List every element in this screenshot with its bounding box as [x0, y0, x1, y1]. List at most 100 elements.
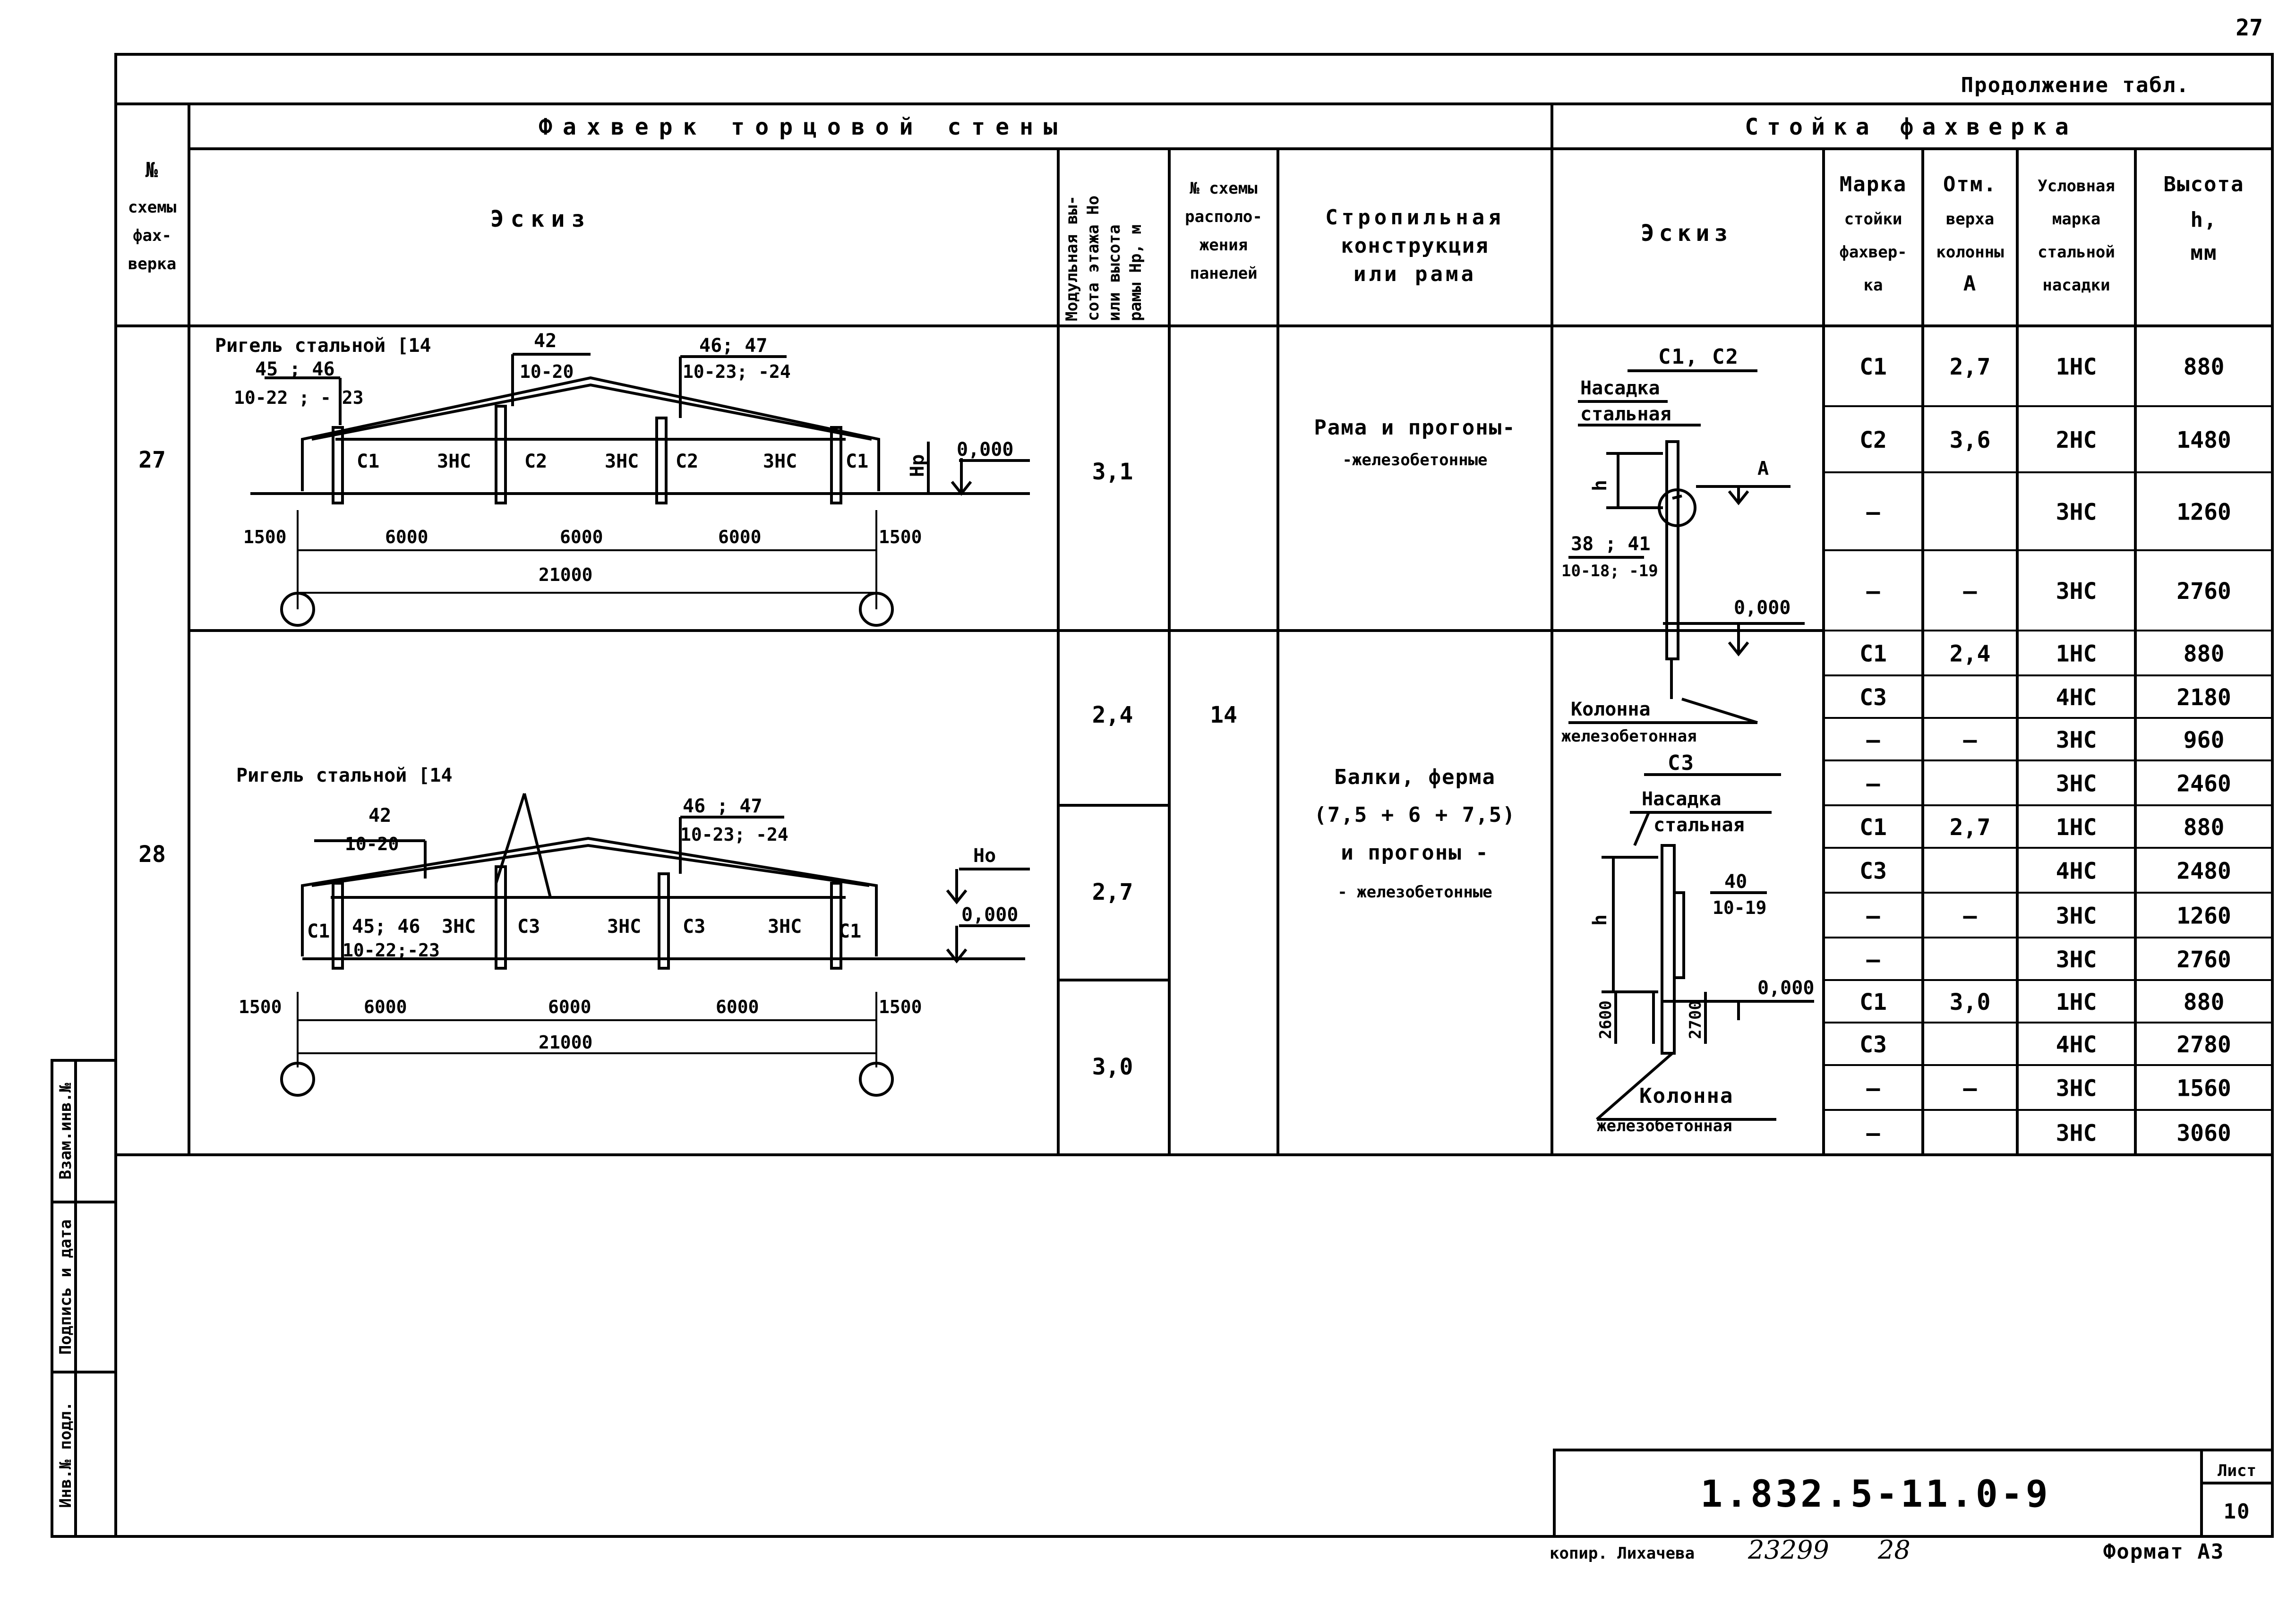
continuation-label: Продолжение табл.	[1961, 73, 2190, 97]
svg-text:насадки: насадки	[2042, 276, 2110, 295]
svg-text:10-22 ; - 23: 10-22 ; - 23	[234, 387, 364, 408]
svg-text:С1: С1	[357, 451, 379, 472]
svg-text:или рама: или рама	[1354, 262, 1476, 286]
row27-structure-2: -железобетонные	[1342, 451, 1487, 469]
svg-text:С2: С2	[524, 451, 547, 472]
row28-structure-4: - железобетонные	[1337, 883, 1492, 902]
svg-text:3НС: 3НС	[607, 916, 641, 938]
svg-text:3НС: 3НС	[442, 916, 476, 938]
svg-text:Инв.№ подл.: Инв.№ подл.	[56, 1401, 75, 1508]
svg-text:1500: 1500	[879, 997, 922, 1017]
svg-text:21000: 21000	[539, 1032, 592, 1053]
sheet-number: 10	[2224, 1500, 2251, 1524]
row28-no: 28	[138, 841, 166, 868]
svg-text:стойки: стойки	[1844, 210, 1902, 229]
svg-text:Но: Но	[973, 845, 996, 867]
header-no: № схемы фах- верка	[128, 158, 176, 273]
svg-text:С1, С2: С1, С2	[1658, 345, 1739, 369]
header-group-right: Стойка фахверка	[1745, 114, 2077, 140]
svg-text:Колонна: Колонна	[1571, 699, 1651, 720]
svg-text:46; 47: 46; 47	[699, 335, 768, 357]
svg-text:2600: 2600	[1596, 1000, 1615, 1039]
svg-text:h: h	[1589, 480, 1611, 491]
header-height: Модульная вы- сота этажа Но или высота р…	[1062, 196, 1145, 321]
post-cell-cap: 2НС	[2056, 427, 2097, 453]
document-code: 1.832.5-11.0-9	[1700, 1473, 2050, 1516]
svg-text:42: 42	[534, 330, 557, 352]
svg-text:стальной: стальной	[2038, 243, 2115, 262]
svg-text:38 ; 41: 38 ; 41	[1571, 533, 1651, 555]
post-cell-cap: 3НС	[2056, 947, 2097, 973]
post-cell-mark: —	[1867, 1120, 1880, 1147]
footer-number-2: 28	[1877, 1535, 1910, 1565]
row28-structure-2: (7,5 + 6 + 7,5)	[1314, 803, 1516, 827]
post-sketch: С1, С2 Насадка стальная А h 38 ; 41 10-1…	[1561, 345, 1814, 1135]
svg-text:Условная: Условная	[2038, 177, 2115, 196]
svg-text:№: №	[146, 158, 159, 182]
svg-text:6000: 6000	[364, 997, 407, 1017]
post-cell-cap: 1НС	[2056, 354, 2097, 380]
footer-number-1: 23299	[1748, 1535, 1829, 1565]
post-cell-h: 2780	[2176, 1032, 2231, 1058]
frame-lines	[51, 53, 2274, 1538]
svg-text:6000: 6000	[385, 527, 428, 547]
svg-text:марка: марка	[2052, 210, 2100, 229]
svg-text:Колонна: Колонна	[1639, 1084, 1733, 1108]
post-cell-h: 3060	[2176, 1120, 2231, 1147]
row27-height: 3,1	[1092, 459, 1133, 485]
header-sketch: Эскиз	[490, 206, 592, 232]
post-cell-mark: —	[1867, 947, 1880, 973]
post-cell-cap: 3НС	[2056, 578, 2097, 605]
svg-text:С1: С1	[839, 921, 861, 942]
post-cell-h: 880	[2184, 641, 2225, 667]
row28-height-2: 2,7	[1092, 879, 1133, 905]
post-cell-cap: 3НС	[2056, 499, 2097, 526]
post-cell-mark: С1	[1859, 814, 1887, 841]
svg-text:6000: 6000	[548, 997, 591, 1017]
post-cell-mark: С3	[1859, 1032, 1887, 1058]
post-cell-h: 2460	[2176, 771, 2231, 797]
post-cell-mark: С1	[1859, 354, 1887, 380]
svg-text:0,000: 0,000	[961, 904, 1018, 926]
svg-text:железобетонная: железобетонная	[1597, 1117, 1732, 1135]
svg-text:6000: 6000	[718, 527, 762, 547]
row28-structure-1: Балки, ферма	[1334, 765, 1496, 789]
header-scheme-no: № схемы располо- жения панелей	[1185, 179, 1262, 283]
post-cell-cap: 3НС	[2056, 1075, 2097, 1102]
svg-text:жения: жения	[1199, 236, 1248, 255]
svg-text:железобетонная: железобетонная	[1561, 727, 1697, 746]
svg-text:стальная: стальная	[1580, 403, 1671, 425]
svg-text:0,000: 0,000	[957, 439, 1013, 461]
post-cell-cap: 4НС	[2056, 858, 2097, 885]
svg-text:0,000: 0,000	[1757, 977, 1814, 999]
post-cell-mark: —	[1867, 499, 1880, 526]
svg-text:конструкция: конструкция	[1341, 234, 1489, 258]
post-cell-mark: —	[1867, 771, 1880, 797]
post-cell-cap: 4НС	[2056, 684, 2097, 711]
svg-text:фахвер-: фахвер-	[1839, 243, 1907, 262]
svg-text:10-19: 10-19	[1713, 897, 1766, 918]
svg-text:46 ; 47: 46 ; 47	[683, 795, 762, 817]
header-group-left: Фахверк торцовой стены	[539, 114, 1068, 140]
svg-text:3НС: 3НС	[437, 451, 471, 472]
post-cell-h: 2480	[2176, 858, 2231, 885]
post-cell-cap: 3НС	[2056, 771, 2097, 797]
svg-text:45; 46: 45; 46	[352, 916, 420, 938]
svg-text:h: h	[1589, 914, 1611, 926]
row28-height-1: 2,4	[1092, 702, 1133, 728]
post-cell-h: 960	[2184, 727, 2225, 753]
header-height-mm: Высота h, мм	[2164, 172, 2244, 265]
post-cell-mark: —	[1867, 1075, 1880, 1102]
svg-text:С3: С3	[683, 916, 705, 938]
svg-text:С1: С1	[846, 451, 868, 472]
svg-text:мм: мм	[2191, 241, 2218, 265]
sketch-27: Ригель стальной [14 45 ; 46 10-22 ; - 23…	[215, 330, 1030, 627]
svg-text:1500: 1500	[243, 527, 287, 547]
footer-format: Формат А3	[2103, 1540, 2224, 1564]
row28-height-3: 3,0	[1092, 1054, 1133, 1080]
post-cell-cap: 4НС	[2056, 1032, 2097, 1058]
shared-scheme-no: 14	[1210, 702, 1237, 728]
svg-text:С1: С1	[307, 921, 330, 942]
post-cell-cap: 3НС	[2056, 727, 2097, 753]
